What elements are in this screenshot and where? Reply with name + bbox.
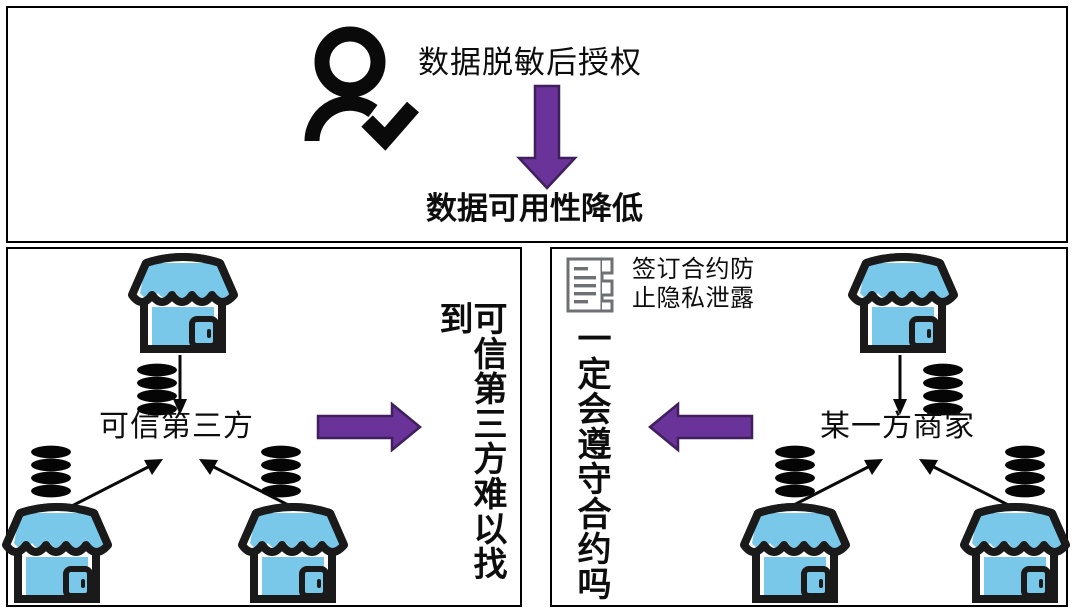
- database-stack-icon: [774, 445, 816, 498]
- store-icon: [120, 249, 246, 357]
- store-icon: [732, 499, 858, 607]
- flow-arrow-down: [168, 355, 192, 417]
- left-arrow-icon: [648, 401, 754, 453]
- store-icon: [840, 249, 966, 357]
- store-icon: [230, 499, 356, 607]
- left-panel: 可信第三方: [2, 247, 522, 607]
- top-panel-heading: 数据脱敏后授权: [418, 45, 642, 80]
- flow-arrow-upright: [58, 454, 168, 514]
- right-panel: 签订合约防 止隐私泄露: [550, 247, 1070, 607]
- database-stack-icon: [922, 363, 964, 416]
- right-panel-conclusion: 一定会遵守合约吗: [572, 321, 610, 601]
- top-panel-conclusion: 数据可用性降低: [426, 191, 643, 226]
- down-arrow-icon: [511, 84, 583, 191]
- store-icon: [0, 499, 120, 607]
- contract-document-icon: [562, 255, 618, 315]
- right-arrow-icon: [316, 401, 422, 453]
- top-panel: 数据脱敏后授权 数据可用性降低: [6, 6, 1068, 243]
- flow-arrow-down: [888, 355, 912, 417]
- flow-arrow-upleft: [914, 454, 1024, 514]
- flow-arrow-upleft: [194, 454, 304, 514]
- database-stack-icon: [30, 445, 72, 498]
- left-panel-conclusion: 可信第三方难以找到: [434, 301, 506, 581]
- database-stack-icon: [260, 445, 302, 498]
- database-stack-icon: [136, 363, 178, 416]
- left-panel-center-label: 可信第三方: [99, 410, 254, 443]
- database-stack-icon: [1004, 445, 1046, 498]
- flow-arrow-upright: [778, 454, 888, 514]
- contract-note: 签订合约防 止隐私泄露: [632, 256, 755, 313]
- right-panel-center-label: 某一方商家: [820, 410, 975, 443]
- person-check-icon: [304, 25, 420, 151]
- store-icon: [952, 499, 1074, 607]
